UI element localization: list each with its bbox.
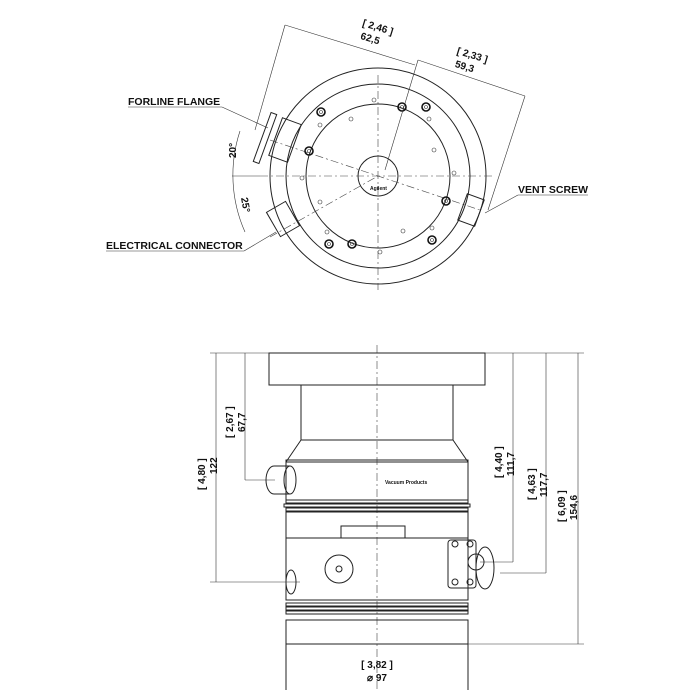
body-label: Vacuum Products: [385, 480, 427, 486]
dim-67-inch: [ 2,67 ]: [225, 406, 236, 438]
side-view: Vacuum Products [ 4,80 ] 122 [ 2,67 ] 67…: [197, 345, 584, 690]
bolts: [299, 97, 457, 255]
dim-117-inch: [ 4,63 ]: [527, 468, 538, 500]
diameter-mm: ⌀ 97: [367, 673, 387, 684]
electrical-connector: [265, 200, 301, 238]
electrical-connector-side: [447, 539, 495, 590]
cooling-fins-upper: [283, 499, 471, 512]
inlet-flange: [268, 352, 486, 386]
diameter-inch: [ 3,82 ]: [361, 660, 393, 671]
electrical-connector-label: ELECTRICAL CONNECTOR: [106, 240, 243, 252]
angle-25: 25°: [238, 197, 251, 214]
dim-111-mm: 111,7: [506, 452, 517, 476]
forline-flange: [252, 111, 302, 165]
dim-154-mm: 154,6: [569, 495, 580, 520]
dim-67-mm: 67,7: [237, 412, 248, 432]
angle-20: 20°: [228, 143, 239, 158]
dim-117-mm: 117,7: [539, 472, 550, 497]
vent-port: [324, 554, 354, 584]
dim-122-inch: [ 4,80 ]: [197, 458, 208, 490]
dim-111-inch: [ 4,40 ]: [494, 446, 505, 478]
top-view: Agilent [ 2,46 ] 62,5 [ 2,33 ] 59,3 20° …: [106, 18, 588, 290]
vent-screw: [457, 193, 485, 227]
dim-122-mm: 122: [209, 457, 220, 474]
dim-154-inch: [ 6,09 ]: [557, 490, 568, 522]
forline-flange-label: FORLINE FLANGE: [128, 96, 220, 108]
top-dimensions: [232, 24, 526, 233]
vent-screw-label: VENT SCREW: [518, 184, 588, 196]
cooling-fins-lower: [285, 602, 469, 615]
hub-text: Agilent: [370, 186, 387, 192]
side-dimensions: [210, 352, 584, 645]
